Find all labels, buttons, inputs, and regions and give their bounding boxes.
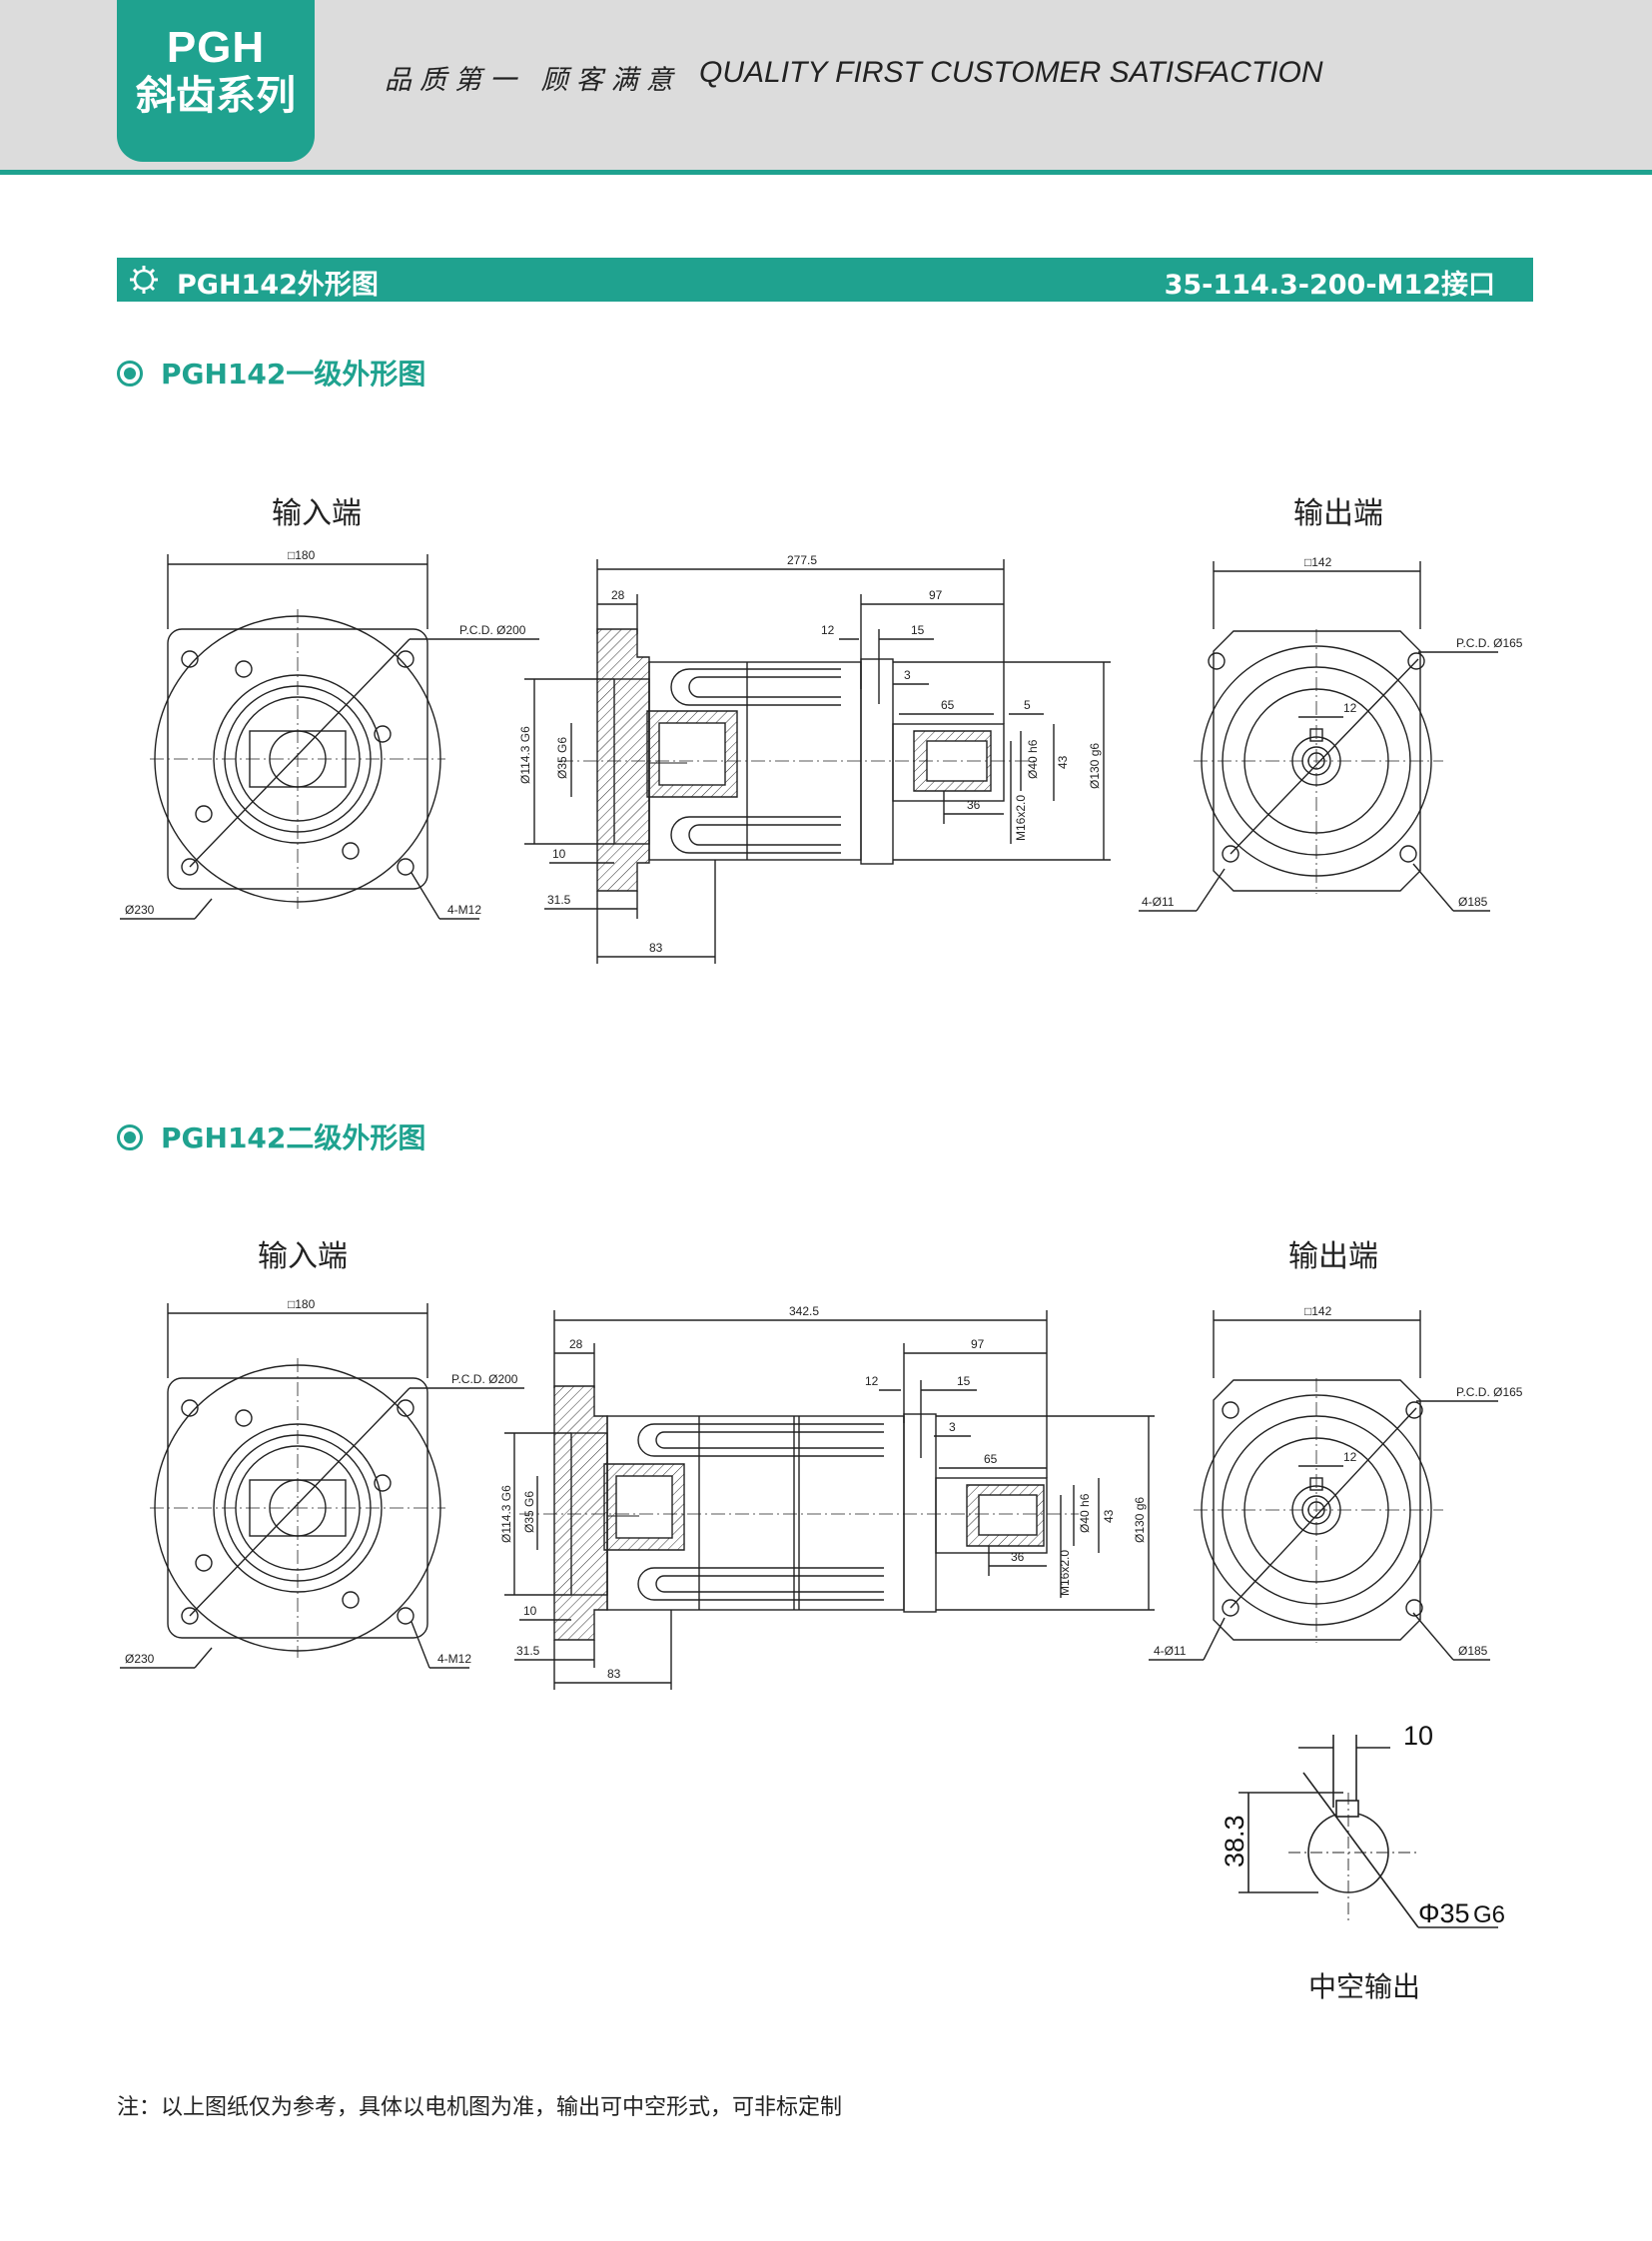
hollow-fit: G6	[1473, 1901, 1505, 1928]
stage2-input-label: 输入端	[258, 1239, 348, 1274]
stage2-heading: PGH142二级外形图	[117, 1117, 425, 1156]
stage2-d83: 83	[607, 1667, 621, 1681]
section-title-bar: PGH142外形图 35-114.3-200-M12接口	[117, 258, 1533, 302]
stage1-d12: 12	[821, 623, 835, 637]
hollow-bore: Φ35	[1418, 1898, 1470, 1928]
section-interface: 35-114.3-200-M12接口	[1164, 270, 1495, 301]
stage1-d315: 31.5	[547, 893, 571, 907]
gear-icon	[130, 266, 158, 294]
stage2-title: PGH142二级外形图	[161, 1121, 426, 1154]
hollow-output-label: 中空输出	[1308, 1970, 1421, 2003]
stage2-d130: Ø130 g6	[1133, 1497, 1147, 1543]
stage2-d10: 10	[523, 1604, 537, 1618]
stage2-d12: 12	[865, 1374, 879, 1388]
stage2-out-pcd: P.C.D. Ø165	[1456, 1385, 1523, 1399]
stage1-d65: 65	[941, 698, 955, 712]
stage1-m16: M16x2.0	[1014, 795, 1028, 841]
stage1-in-dia: Ø230	[125, 903, 155, 917]
stage1-d15: 15	[911, 623, 925, 637]
stage1-d36: 36	[967, 798, 981, 812]
stage1-d35: Ø35 G6	[555, 737, 569, 779]
stage2-flange: 28	[569, 1337, 583, 1351]
stage2-total-len: 342.5	[789, 1304, 819, 1318]
stage1-drawing: 输入端 □180 P.C.D. Ø200 Ø230 4-M12 277.5 28…	[120, 496, 1523, 964]
stage1-d43: 43	[1056, 755, 1070, 769]
hollow-height: 38.3	[1220, 1815, 1249, 1868]
stage2-in-dia: Ø230	[125, 1652, 155, 1666]
stage2-in-pcd: P.C.D. Ø200	[451, 1372, 518, 1386]
stage2-d35: Ø35 G6	[522, 1491, 536, 1533]
stage1-flange: 28	[611, 588, 625, 602]
bullet-icon	[117, 1124, 143, 1150]
stage1-out-pcd: P.C.D. Ø165	[1456, 636, 1523, 650]
stage2-d43: 43	[1102, 1509, 1116, 1523]
stage2-drawing: 输入端 □180 P.C.D. Ø200 Ø230 4-M12 342.5 28…	[120, 1239, 1523, 1690]
stage1-in-square: □180	[288, 548, 316, 562]
stage1-title: PGH142一级外形图	[161, 358, 426, 390]
stage1-d97: 97	[929, 588, 943, 602]
series-tab: PGH 斜齿系列	[117, 0, 315, 162]
stage2-d1143: Ø114.3 G6	[499, 1485, 513, 1543]
stage1-input-label: 输入端	[272, 496, 362, 531]
stage2-m16: M16x2.0	[1058, 1550, 1072, 1596]
stage1-d1143: Ø114.3 G6	[518, 726, 532, 784]
stage1-d10: 10	[552, 847, 566, 861]
stage2-d3: 3	[949, 1420, 956, 1434]
stage1-out-holes: 4-Ø11	[1142, 895, 1175, 909]
stage2-out-holes: 4-Ø11	[1154, 1644, 1187, 1658]
stage1-d130: Ø130 g6	[1088, 743, 1102, 789]
stage2-out-square: □142	[1304, 1304, 1332, 1318]
section-title: PGH142外形图	[177, 270, 379, 301]
stage1-d83: 83	[649, 941, 663, 955]
stage2-d97: 97	[971, 1337, 985, 1351]
bullet-icon	[117, 361, 143, 386]
stage1-output-label: 输出端	[1293, 496, 1383, 531]
stage1-in-holes: 4-M12	[447, 903, 481, 917]
stage2-out-key: 12	[1343, 1450, 1357, 1464]
stage1-out-square: □142	[1304, 555, 1332, 569]
stage2-d15: 15	[957, 1374, 971, 1388]
slogan-english: QUALITY FIRST CUSTOMER SATISFACTION	[699, 56, 1323, 89]
stage1-heading: PGH142一级外形图	[117, 353, 425, 392]
header-divider	[0, 170, 1652, 175]
stage1-out-key: 12	[1343, 701, 1357, 715]
stage2-in-holes: 4-M12	[437, 1652, 471, 1666]
series-name: 斜齿系列	[136, 73, 296, 119]
stage2-d315: 31.5	[516, 1644, 540, 1658]
stage1-out-dia: Ø185	[1458, 895, 1488, 909]
stage2-d36: 36	[1011, 1550, 1025, 1564]
stage1-total-len: 277.5	[787, 553, 817, 567]
stage2-d65: 65	[984, 1452, 998, 1466]
stage2-out-dia: Ø185	[1458, 1644, 1488, 1658]
stage1-d5: 5	[1024, 698, 1031, 712]
footnote: 注：以上图纸仅为参考，具体以电机图为准，输出可中空形式，可非标定制	[117, 2095, 843, 2120]
hollow-key-width: 10	[1403, 1721, 1433, 1751]
series-code: PGH	[166, 23, 266, 72]
stage1-d40: Ø40 h6	[1026, 739, 1040, 779]
stage2-in-square: □180	[288, 1297, 316, 1311]
stage2-d40: Ø40 h6	[1078, 1493, 1092, 1533]
stage2-output-label: 输出端	[1288, 1239, 1378, 1274]
stage1-d3: 3	[904, 668, 911, 682]
hollow-output-drawing: 10 38.3 Φ35 G6	[1220, 1721, 1505, 1928]
slogan-chinese: 品质第一 顾客满意	[385, 65, 681, 96]
stage1-in-pcd: P.C.D. Ø200	[459, 623, 526, 637]
